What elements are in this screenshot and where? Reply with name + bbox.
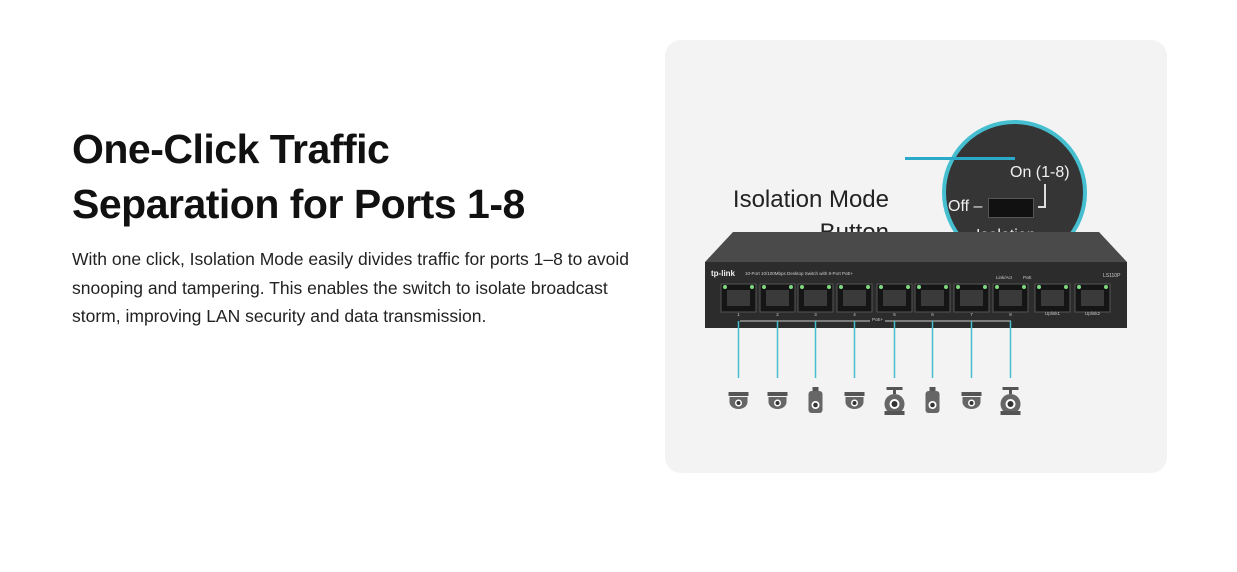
port-label: 1 (737, 312, 740, 317)
title-line-1: One-Click Traffic (72, 126, 390, 172)
camera-round-icon (884, 387, 905, 415)
ethernet-port (1074, 283, 1111, 313)
port-label: 4 (853, 312, 856, 317)
camera-dome-icon (767, 392, 788, 409)
port-label: 2 (776, 312, 779, 317)
ethernet-port (1034, 283, 1071, 313)
ethernet-port (876, 283, 913, 313)
ethernet-port (914, 283, 951, 313)
toggle-bracket (1038, 184, 1046, 208)
port-label: 5 (893, 312, 896, 317)
camera-dome-icon (961, 392, 982, 409)
port-label: 3 (814, 312, 817, 317)
led-label-linkact: Link/Act (996, 275, 1013, 280)
camera-dome-icon (728, 392, 749, 409)
port-label: Uplink1 (1044, 311, 1060, 316)
brand-logo: tp-link (711, 269, 735, 278)
port-label: 6 (931, 312, 934, 317)
port-label: 7 (970, 312, 973, 317)
description: With one click, Isolation Mode easily di… (72, 249, 630, 326)
off-state-label: Off – (948, 198, 983, 215)
callout-pointer-line (905, 157, 1015, 160)
ethernet-port (720, 283, 757, 313)
callout-line-1: Isolation Mode (732, 186, 889, 213)
poe-label: PoE+ (870, 317, 886, 322)
model-number: LS110P (1103, 273, 1121, 279)
camera-bullet-icon (808, 387, 823, 413)
isolation-toggle (988, 198, 1034, 218)
led-label-poe: PoE (1023, 275, 1032, 280)
port-label: 8 (1009, 312, 1012, 317)
model-description: 10-Port 10/100Mbps Desktop Switch with 8… (745, 271, 854, 276)
ethernet-port (836, 283, 873, 313)
camera-bullet-icon (925, 387, 940, 413)
on-state-label: On (1-8) (1010, 164, 1070, 181)
port-label: Uplink2 (1084, 311, 1100, 316)
ethernet-port (992, 283, 1029, 313)
title-line-2: Separation for Ports 1-8 (72, 181, 525, 227)
ethernet-port (797, 283, 834, 313)
ethernet-port (759, 283, 796, 313)
camera-dome-icon (844, 392, 865, 409)
ethernet-port (953, 283, 990, 313)
product-illustration-card: Isolation ModeButton On (1-8) Off – Isol… (665, 40, 1167, 473)
network-switch: tp-link 10-Port 10/100Mbps Desktop Switc… (705, 232, 1127, 328)
camera-round-icon (1000, 387, 1021, 415)
port-camera-links (728, 321, 1021, 415)
